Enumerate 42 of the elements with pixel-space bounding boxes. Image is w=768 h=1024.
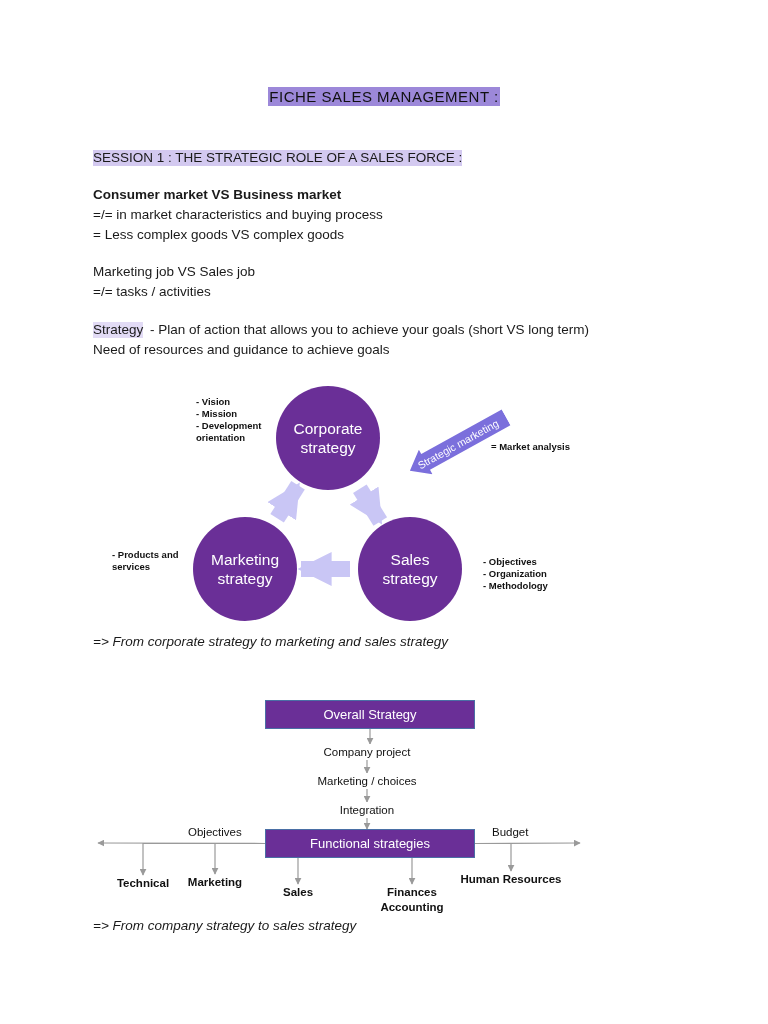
arrow — [363, 788, 371, 803]
page-title: FICHE SALES MANAGEMENT : — [268, 87, 500, 106]
bullet-note: - Organization — [483, 568, 548, 580]
function-label: Technical — [116, 875, 170, 891]
function-label: Marketing — [180, 874, 250, 890]
caption-text: => From company strategy to sales strategy — [93, 918, 357, 934]
bullet-note: - Mission — [196, 408, 239, 420]
arrow — [363, 817, 371, 830]
bullet-note: - Development orientation — [196, 420, 263, 444]
caption-text: => From corporate strategy to marketing and sales strategy — [93, 634, 448, 650]
function-label: Finances Accounting — [380, 884, 444, 916]
bullet-note: - Products and services — [112, 549, 180, 573]
note-text: =/= tasks / activities — [93, 284, 211, 300]
note-text: Marketing job VS Sales job — [93, 264, 256, 280]
strategy-circle: Marketing strategy — [193, 517, 297, 621]
arrow — [211, 842, 266, 875]
arrow — [366, 728, 374, 745]
section-heading: SESSION 1 : THE STRATEGIC ROLE OF A SALES FORCE : — [93, 150, 463, 166]
function-label: Human Resources — [453, 871, 569, 887]
bullet-note: - Methodology — [483, 580, 549, 592]
function-label: Sales — [280, 884, 316, 900]
block-arrow — [267, 481, 305, 523]
arrow — [474, 842, 515, 872]
note-text: =/= in market characteristics and buying process — [93, 207, 383, 223]
bullet-note: - Vision — [196, 396, 232, 408]
edge-label: Budget — [490, 826, 531, 838]
strategy-box: Functional strategies — [265, 829, 475, 858]
note-text: Need of resources and guidance to achieve goals — [93, 342, 390, 358]
arrow — [408, 857, 416, 885]
note-text: Consumer market VS Business market — [93, 187, 342, 203]
strategy-circle: Sales strategy — [358, 517, 462, 621]
note-text: = Less complex goods VS complex goods — [93, 227, 344, 243]
block-arrow — [297, 552, 350, 586]
arrow — [294, 857, 302, 885]
arrow — [363, 759, 371, 774]
strategy-box: Overall Strategy — [265, 700, 475, 729]
edge-label: Objectives — [186, 826, 244, 838]
note-text: Strategy — [93, 322, 144, 338]
note-text: - Plan of action that allows you to achieve your goals (short VS long term) — [150, 322, 589, 338]
bullet-note: - Objectives — [483, 556, 538, 568]
block-arrow — [349, 484, 388, 526]
strategy-circle: Corporate strategy — [276, 386, 380, 490]
